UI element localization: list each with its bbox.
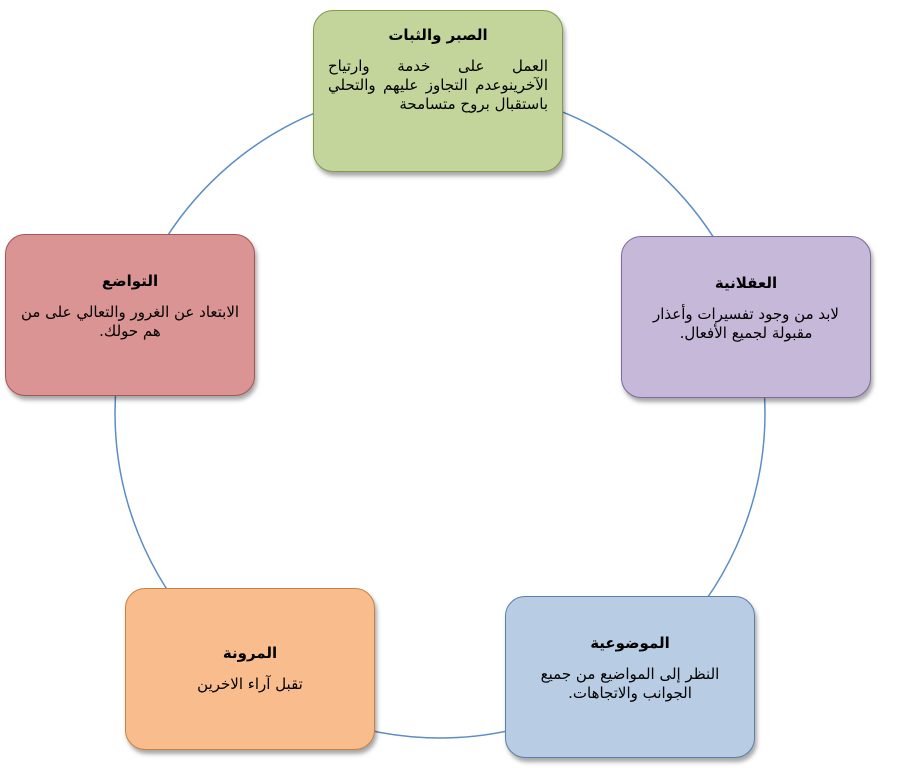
node-objectivity-body: النظر إلى المواضيع من جميع الجوانب والات…	[540, 665, 720, 702]
node-patience: الصبر والثبات العمل على خدمة وارتياح الآ…	[313, 10, 563, 172]
node-rationality-title: العقلانية	[714, 274, 778, 292]
node-rationality: العقلانية لابد من وجود تفسيرات وأعذار مق…	[621, 236, 871, 398]
node-objectivity: الموضوعية النظر إلى المواضيع من جميع الج…	[505, 596, 755, 758]
node-rationality-body: لابد من وجود تفسيرات وأعذار مقبولة لجميع…	[653, 305, 839, 342]
node-flexibility: المرونة تقبل آراء الاخرين	[125, 588, 375, 750]
node-patience-title: الصبر والثبات	[388, 26, 488, 44]
node-humility: التواضع الابتعاد عن الغرور والتعالي على …	[5, 234, 255, 396]
node-humility-title: التواضع	[101, 272, 159, 290]
node-flexibility-body: تقبل آراء الاخرين	[197, 675, 303, 693]
node-humility-body: الابتعاد عن الغرور والتعالي على من هم حو…	[20, 303, 240, 340]
node-objectivity-title: الموضوعية	[590, 634, 670, 652]
node-patience-body: العمل على خدمة وارتياح الآخرينوعدم التجا…	[328, 57, 548, 113]
node-flexibility-title: المرونة	[222, 644, 278, 662]
